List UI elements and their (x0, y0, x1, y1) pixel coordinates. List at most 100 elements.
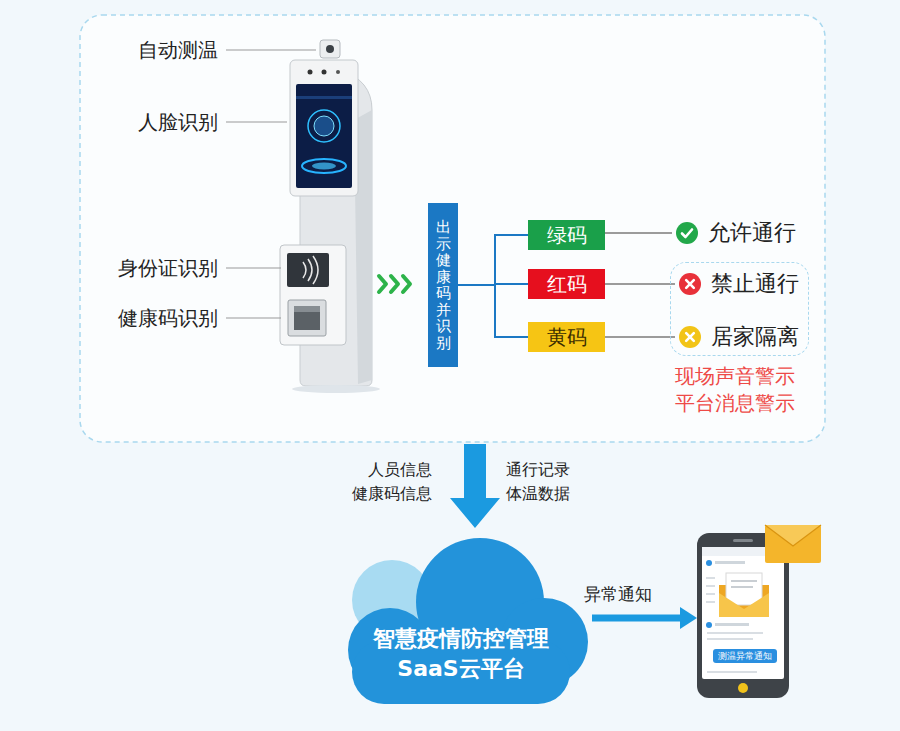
kiosk-device-part (326, 45, 334, 53)
phone-shape-part (706, 593, 715, 595)
kiosk-device-part (296, 84, 352, 188)
status-icon (679, 273, 701, 295)
kiosk-device-part (287, 253, 329, 287)
panel-outline (80, 15, 825, 442)
kiosk-device-part (296, 96, 352, 99)
phone-shape-part (706, 560, 712, 566)
warning-notes: 现场声音警示平台消息警示 (675, 363, 795, 417)
result-item: 居家隔离 (675, 322, 803, 352)
edge-label: 异常通知 (581, 583, 655, 605)
phone-shape-part (706, 601, 715, 603)
connector (605, 284, 675, 285)
icon-disc (676, 222, 698, 244)
kiosk-device-part (280, 245, 346, 345)
leader-lines-part (226, 317, 281, 318)
connector (458, 235, 528, 285)
phone-shape-part (715, 561, 745, 564)
part-label: 身份证识别 (118, 256, 218, 280)
chevron-arrows-part (379, 276, 386, 292)
kiosk-device-part (312, 163, 336, 170)
phone-shape-part (707, 632, 763, 634)
phone-shape-part (707, 671, 757, 673)
phone-shape-part (707, 638, 753, 640)
kiosk-device-part (308, 70, 313, 75)
kiosk-device-part (288, 300, 326, 336)
process-box: 出示健康码并识别 (428, 203, 458, 367)
status-icon (679, 326, 701, 348)
phone-shape-part (706, 622, 712, 628)
kiosk-device-part (322, 70, 327, 75)
kiosk-device-part (294, 306, 320, 330)
kiosk-device-part (302, 159, 346, 173)
closed-envelope-part (765, 525, 821, 546)
phone-shape-part (706, 577, 715, 579)
status-icon (676, 222, 698, 244)
warning-note: 平台消息警示 (675, 390, 795, 417)
chevron-arrows-part (391, 276, 398, 292)
notice-button: 测温异常通知 (713, 649, 777, 663)
data-label: 人员信息 (368, 459, 432, 481)
vertical-label: 出示健康码并识别 (436, 219, 451, 351)
closed-envelope (765, 525, 821, 563)
code-box: 红码 (528, 269, 605, 299)
connector-line (605, 283, 675, 285)
kiosk-device-part (308, 110, 340, 142)
result-item: 允许通行 (672, 218, 800, 248)
kiosk-device-part (336, 70, 340, 74)
result-label: 允许通行 (708, 219, 796, 247)
cloud-body (348, 538, 588, 704)
result-label: 居家隔离 (711, 323, 799, 351)
phone-screen: 测温异常通知 (697, 533, 789, 698)
kiosk-device-part (292, 385, 380, 393)
upload-arrow (450, 444, 500, 528)
cloud-platform: 智慧疫情防控管理 SaaS云平台 (330, 528, 592, 706)
kiosk-device-part (314, 116, 334, 136)
kiosk-device-part (320, 40, 340, 58)
open-envelope-part (731, 586, 753, 588)
part-label: 健康码识别 (118, 306, 218, 330)
code-label: 黄码 (547, 325, 587, 349)
connector (605, 233, 672, 234)
arrow-head (680, 607, 697, 629)
part-label: 自动测温 (138, 38, 218, 62)
phone-shape-part (706, 585, 715, 587)
data-label: 体温数据 (506, 483, 570, 505)
leader-lines-part (226, 121, 287, 122)
leader-lines (226, 50, 316, 318)
connector-line (605, 336, 675, 338)
connector (605, 337, 675, 338)
phone-shape-part (738, 683, 748, 693)
connector-line (458, 235, 528, 285)
open-envelope-part (726, 573, 762, 605)
connector (458, 285, 528, 337)
cloud-text: 智慧疫情防控管理 SaaS云平台 (330, 624, 592, 684)
kiosk-device-part (294, 306, 320, 312)
warning-note: 现场声音警示 (675, 363, 795, 390)
part-label: 人脸识别 (138, 110, 218, 134)
code-label: 红码 (547, 272, 587, 296)
connector (592, 607, 697, 629)
data-label: 通行记录 (506, 459, 570, 481)
kiosk-device (280, 40, 380, 393)
closed-envelope-part (765, 525, 821, 563)
kiosk-device-part (303, 256, 318, 284)
icon-mark (686, 333, 694, 341)
open-envelope (719, 573, 769, 617)
code-box: 黄码 (528, 322, 605, 352)
icon-disc (679, 326, 701, 348)
icon-mark (686, 280, 694, 288)
leader-lines-part (226, 267, 281, 268)
alert-group: 现场声音警示平台消息警示禁止通行居家隔离 (670, 262, 809, 356)
open-envelope-part (719, 593, 769, 617)
result-label: 禁止通行 (711, 270, 799, 298)
result-item: 禁止通行 (675, 269, 803, 299)
connector-line (458, 285, 528, 337)
platform-name: 智慧疫情防控管理 SaaS云平台 (356, 624, 566, 684)
open-envelope-part (731, 580, 757, 582)
code-label: 绿码 (547, 223, 587, 247)
data-label: 健康码信息 (352, 483, 432, 505)
connector-line (592, 615, 682, 622)
phone-shape-part (733, 539, 753, 542)
